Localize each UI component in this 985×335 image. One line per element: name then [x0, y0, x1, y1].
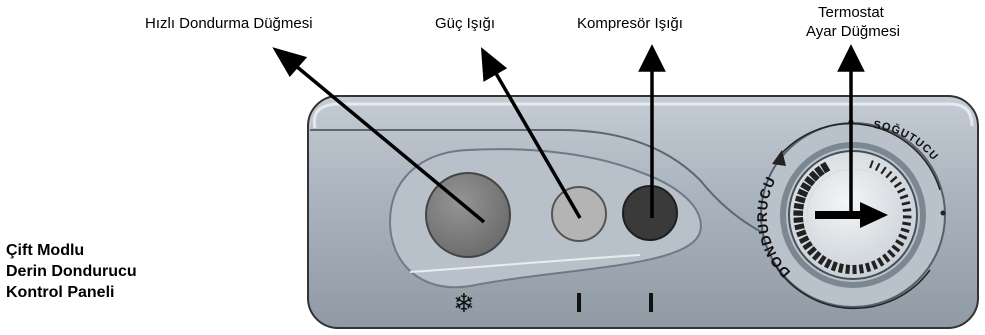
fast-freeze-button-label: Hızlı Dondurma Düğmesi	[145, 15, 313, 32]
dial-tick	[794, 220, 804, 221]
dial-tick	[903, 210, 911, 211]
caption-line-1: Çift Modlu	[6, 240, 137, 261]
dial-tick	[867, 263, 869, 272]
dial-dot-right	[941, 211, 946, 216]
dial-tick	[795, 226, 804, 228]
dial-tick	[902, 202, 910, 204]
dial-tick	[797, 232, 806, 235]
compressor-mark: I	[647, 287, 655, 318]
diagram-caption: Çift Modlu Derin Dondurucu Kontrol Panel…	[6, 240, 137, 303]
caption-line-2: Derin Dondurucu	[6, 261, 137, 282]
dial-tick	[798, 191, 807, 195]
dial-tick	[840, 264, 842, 273]
dial-tick	[796, 198, 805, 201]
dial-tick	[847, 265, 848, 274]
compressor-light	[623, 186, 677, 240]
thermostat-label-line1: Termostat	[818, 4, 884, 21]
snowflake-icon: ❄	[453, 289, 475, 319]
dial-tick	[794, 205, 804, 207]
compressor-light-label: Kompresör Işığı	[577, 15, 683, 32]
power-mark: I	[575, 287, 583, 318]
thermostat-label-line2: Ayar Düğmesi	[806, 23, 900, 40]
dial-tick	[833, 262, 836, 271]
dial-tick	[902, 223, 910, 224]
power-light-label: Güç Işığı	[435, 15, 495, 32]
dial-tick	[861, 264, 862, 273]
caption-line-3: Kontrol Paneli	[6, 282, 137, 303]
